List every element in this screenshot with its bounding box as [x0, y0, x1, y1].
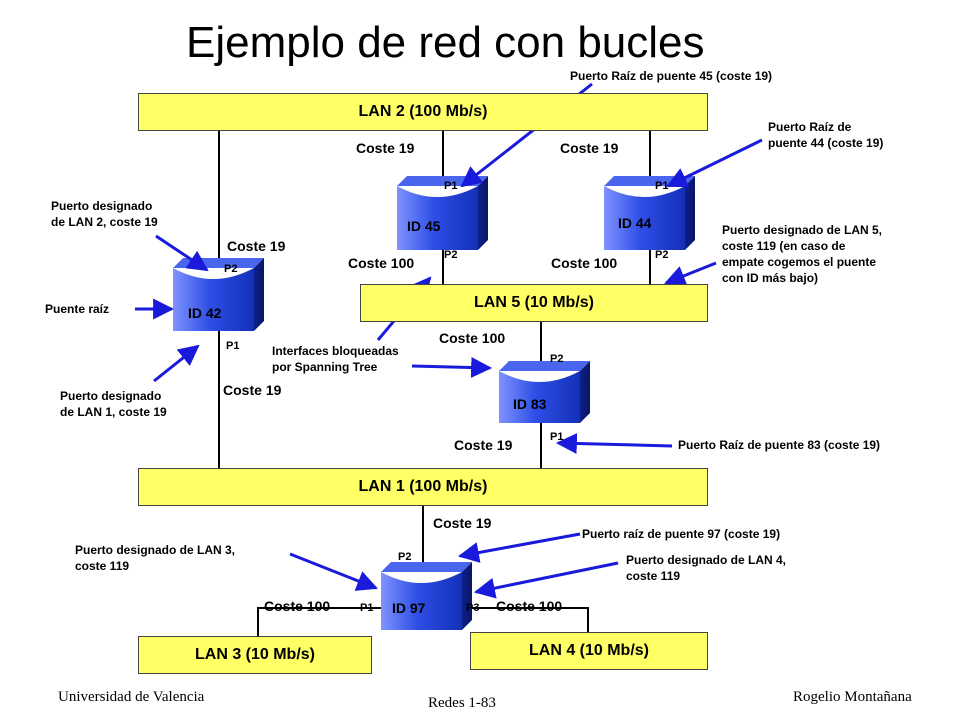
bridge-42-shape[interactable]	[173, 258, 264, 331]
bridge-97-id: ID 97	[392, 600, 426, 616]
bridge-44-id: ID 44	[618, 215, 652, 231]
cost-label: Coste 100	[264, 598, 331, 614]
arrow-desig-lan1	[153, 344, 200, 383]
lan-1-segment[interactable]: LAN 1 (100 Mb/s)	[138, 468, 708, 506]
cost-label: Coste 100	[496, 598, 563, 614]
cost-label: Coste 19	[356, 140, 415, 156]
cost-label: Coste 19	[433, 515, 492, 531]
bridge-42-id: ID 42	[188, 305, 222, 321]
port-label: P1	[655, 180, 669, 192]
cost-label: Coste 19	[454, 437, 513, 453]
footer-institution: Universidad de Valencia	[58, 689, 205, 705]
links	[218, 131, 651, 636]
footer-slide-number: Redes 1-83	[428, 695, 496, 711]
arrow-desig-lan4	[473, 561, 619, 599]
note-designated-lan1: Puerto designado de LAN 1, coste 19	[60, 389, 167, 419]
note-root-port-44: Puerto Raíz de puente 44 (coste 19)	[768, 120, 884, 150]
port-label: P1	[444, 180, 458, 192]
port-label: P3	[466, 602, 480, 614]
link-b97-lan3	[257, 607, 381, 636]
arrow-blocked-83	[411, 357, 493, 379]
note-root-bridge: Puente raíz	[45, 302, 110, 316]
port-label: P2	[550, 353, 564, 365]
port-label: P2	[398, 551, 412, 563]
bridge-97-shape[interactable]	[381, 562, 472, 630]
port-label: P2	[444, 249, 458, 261]
note-root-port-97: Puerto raíz de puente 97 (coste 19)	[582, 527, 781, 541]
port-label: P2	[224, 263, 238, 275]
cost-label: Coste 19	[223, 382, 282, 398]
cost-label: Coste 19	[560, 140, 619, 156]
bridge-44-shape[interactable]	[604, 176, 695, 250]
footer-author: Rogelio Montañana	[793, 689, 912, 705]
cost-label: Coste 19	[227, 238, 286, 254]
arrow-root44	[666, 138, 763, 188]
port-label: P1	[226, 340, 240, 352]
bridge-83-id: ID 83	[513, 396, 547, 412]
cost-label: Coste 100	[348, 255, 415, 271]
note-root-port-83: Puerto Raíz de puente 83 (coste 19)	[678, 438, 881, 452]
arrow-root97	[457, 532, 581, 563]
arrow-root83	[555, 433, 673, 454]
arrow-desig-lan3	[289, 552, 378, 591]
port-label: P1	[550, 431, 564, 443]
note-designated-lan3: Puerto designado de LAN 3, coste 119	[75, 543, 236, 573]
note-designated-lan4: Puerto designado de LAN 4, coste 119	[626, 553, 787, 583]
port-label: P1	[360, 602, 374, 614]
bridge-45-id: ID 45	[407, 218, 441, 234]
link-b97-lan4	[463, 607, 589, 636]
annotation-arrows	[135, 82, 763, 599]
arrow-desig-lan2	[155, 234, 209, 272]
slide-title: Ejemplo de red con bucles	[186, 18, 705, 67]
port-label: P2	[655, 249, 669, 261]
note-blocked-interfaces: Interfaces bloqueadas por Spanning Tree	[272, 344, 399, 374]
lan-3-segment[interactable]: LAN 3 (10 Mb/s)	[138, 636, 372, 674]
note-designated-lan5: Puerto designado de LAN 5, coste 119 (en…	[722, 223, 883, 285]
lan-5-segment[interactable]: LAN 5 (10 Mb/s)	[360, 284, 708, 322]
note-designated-lan2: Puerto designado de LAN 2, coste 19	[51, 199, 158, 229]
bridge-83-shape[interactable]	[499, 361, 590, 423]
lan-4-segment[interactable]: LAN 4 (10 Mb/s)	[470, 632, 708, 670]
cost-label: Coste 100	[439, 330, 506, 346]
arrow-desig-lan5	[664, 261, 717, 286]
cost-label: Coste 100	[551, 255, 618, 271]
lan-2-segment[interactable]: LAN 2 (100 Mb/s)	[138, 93, 708, 131]
note-root-port-45: Puerto Raíz de puente 45 (coste 19)	[570, 69, 773, 83]
bridge-45-shape[interactable]	[397, 176, 488, 250]
